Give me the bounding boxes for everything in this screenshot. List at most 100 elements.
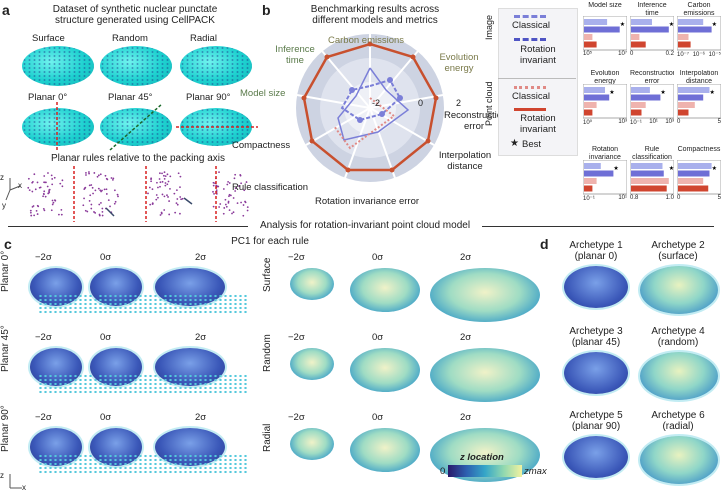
mini-chart-title: Carbon emissions bbox=[683, 2, 715, 16]
mini-chart-bars: ★ bbox=[583, 16, 627, 51]
sigma-label: −2σ bbox=[35, 252, 52, 263]
nucleus-planar0 bbox=[22, 108, 94, 146]
mini-chart-bars: ★ bbox=[677, 84, 721, 119]
best-star-icon: ★ bbox=[669, 165, 674, 172]
mini-bar bbox=[631, 163, 663, 169]
mini-bar bbox=[678, 26, 712, 33]
legend-image-rotation: Rotation invariant bbox=[520, 44, 556, 66]
archetype-title: Archetype 6(radial) bbox=[636, 410, 720, 432]
archetype-name: Archetype 1 bbox=[569, 240, 623, 251]
axis-y-label-a: y bbox=[2, 201, 6, 210]
radar-label-model-size: Model size bbox=[240, 88, 286, 99]
pc-shape bbox=[430, 268, 540, 322]
sigma-label: 2σ bbox=[460, 252, 472, 263]
legend-group-point-cloud: Point cloud bbox=[484, 81, 494, 126]
packing-scatter bbox=[27, 166, 249, 222]
axis-z-label-a: z bbox=[0, 173, 4, 182]
pc-shape bbox=[290, 268, 334, 300]
colorbar-max: zmax bbox=[524, 466, 547, 477]
mini-bar bbox=[678, 170, 710, 177]
arrow-icon bbox=[183, 197, 193, 205]
mini-bar bbox=[584, 19, 608, 25]
axis-x-label-a: x bbox=[18, 181, 22, 190]
mini-chart-tick: 10¹ bbox=[618, 195, 627, 201]
mini-chart-bars: ★ bbox=[630, 16, 674, 51]
archetype-rule: (surface) bbox=[658, 251, 698, 262]
mini-bar bbox=[584, 34, 593, 40]
sigma-label: −2σ bbox=[288, 412, 305, 423]
pc-points bbox=[98, 294, 166, 314]
panel-b-title: Benchmarking results across different mo… bbox=[310, 4, 440, 26]
mini-bar bbox=[678, 109, 689, 116]
sigma-label: 0σ bbox=[100, 412, 112, 423]
archetype-title: Archetype 5(planar 90) bbox=[554, 410, 638, 432]
sigma-label: 2σ bbox=[460, 332, 472, 343]
archetype-name: Archetype 5 bbox=[569, 410, 623, 421]
mini-bar bbox=[584, 94, 610, 101]
mini-bar bbox=[678, 163, 712, 169]
sigma-label: 0σ bbox=[372, 252, 384, 263]
best-star-icon: ★ bbox=[613, 165, 618, 172]
panel-c-title: PC1 for each rule bbox=[231, 236, 309, 247]
legend-pc-classical: Classical bbox=[512, 91, 551, 102]
row-label-left: Planar 45° bbox=[0, 325, 11, 372]
mini-chart-tick: 10³ bbox=[618, 119, 627, 125]
legend-pc-rotation: Rotation invariant bbox=[520, 113, 556, 135]
mini-chart-tick: 10⁵ bbox=[583, 51, 593, 57]
rule-label-planar90: Planar 90° bbox=[186, 92, 231, 103]
mini-chart-title: Rule classification bbox=[632, 146, 672, 160]
mini-chart-tick: 0 bbox=[677, 195, 681, 201]
mini-chart-bars: ★ bbox=[677, 16, 721, 51]
section-title: Analysis for rotation-invariant point cl… bbox=[259, 220, 471, 231]
radar-label-reconstruction: Reconstruction error bbox=[444, 110, 508, 132]
axis-z-label-bottom: z bbox=[0, 471, 4, 480]
sigma-label: −2σ bbox=[288, 332, 305, 343]
rule-label-radial: Radial bbox=[190, 33, 217, 44]
row-label-right: Surface bbox=[262, 257, 273, 292]
legend-box bbox=[498, 8, 578, 156]
best-star-icon: ★ bbox=[710, 89, 715, 96]
row-label-right: Random bbox=[262, 334, 273, 372]
mini-chart-bars: ★ bbox=[630, 160, 674, 195]
nucleus-surface bbox=[22, 46, 94, 86]
mini-bar bbox=[584, 163, 601, 169]
pc-points bbox=[38, 454, 106, 474]
pc-shape bbox=[430, 348, 540, 402]
archetype-title: Archetype 1(planar 0) bbox=[554, 240, 638, 262]
archetype-shape bbox=[564, 436, 628, 478]
mini-bar bbox=[678, 41, 691, 48]
planar-cut-lines bbox=[56, 102, 258, 152]
axes-triad-bottom bbox=[9, 474, 22, 489]
rule-label-planar0: Planar 0° bbox=[28, 92, 68, 103]
pc-shape bbox=[350, 348, 420, 392]
sigma-label: 0σ bbox=[372, 412, 384, 423]
mini-chart-title: Model size bbox=[588, 2, 622, 9]
mini-bar bbox=[678, 87, 710, 93]
section-rule-left bbox=[8, 226, 248, 227]
mini-bar bbox=[584, 87, 605, 93]
mini-chart-tick: 10⁷ bbox=[618, 51, 627, 57]
best-star-icon: ★ bbox=[712, 165, 717, 172]
mini-chart-tick: 1.0 bbox=[665, 195, 674, 201]
mini-chart-tick: 0.2 bbox=[665, 51, 674, 57]
archetype-name: Archetype 3 bbox=[569, 326, 623, 337]
mini-bar bbox=[584, 109, 593, 116]
sigma-label: 2σ bbox=[195, 332, 207, 343]
mini-chart-tick: 10⁻¹ bbox=[630, 120, 642, 126]
nucleus-random bbox=[100, 46, 172, 86]
mini-bar bbox=[584, 102, 597, 108]
mini-chart-ticks: 10⁵ 10⁷ bbox=[583, 51, 627, 57]
radar-label-evolution: Evolution energy bbox=[439, 52, 479, 74]
archetype-rule: (random) bbox=[657, 337, 699, 348]
radar-tick-2: 2 bbox=[456, 98, 462, 108]
pc-points bbox=[163, 374, 249, 394]
mini-chart-tick: 0 bbox=[630, 51, 634, 57]
